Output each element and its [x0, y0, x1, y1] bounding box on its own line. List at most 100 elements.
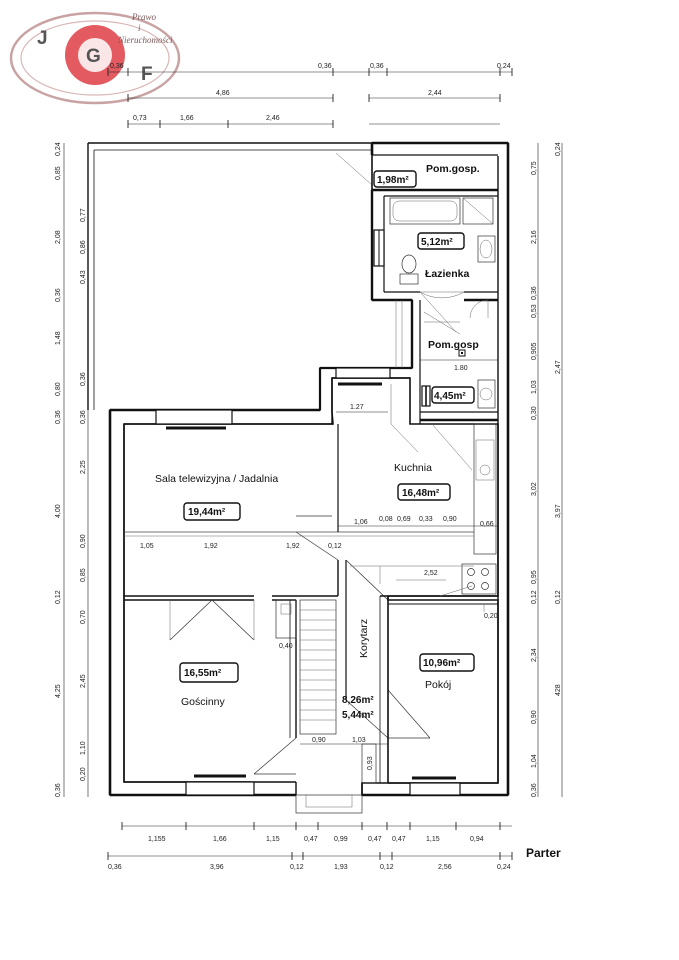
dim-inner-127: 1.27 — [350, 404, 364, 411]
dim-right-075: 0,75 — [531, 161, 538, 175]
dim-right-0905: 0,905 — [531, 342, 538, 360]
dim-left2-043: 0,43 — [80, 270, 87, 284]
windows — [155, 367, 461, 814]
dim-bottom2-193: 1,93 — [334, 864, 348, 871]
dim-bottom2-012a: 0,12 — [290, 864, 304, 871]
room-pom-gosp-top-name: Pom.gosp. — [426, 163, 480, 175]
room-pokoj-area-box — [419, 653, 475, 672]
dim-left-425: 4,25 — [55, 684, 62, 698]
dim-inner-066: 0,66 — [480, 521, 494, 528]
room-labels: Pom.gosp. 1,98m² 5,12m² Łazienka Pom.gos… — [155, 163, 480, 721]
dim-top-036b: 0,36 — [318, 63, 332, 70]
dim-bottom2-036: 0,36 — [108, 864, 122, 871]
dim-left2-077: 0,77 — [80, 208, 87, 222]
dim-left-085: 0,85 — [55, 166, 62, 180]
dim-sala-105: 1,05 — [140, 543, 154, 550]
dim-left2-085: 0,85 — [80, 568, 87, 582]
dim-inner-020: 0,20 — [484, 613, 498, 620]
dim-right-090: 0,90 — [531, 710, 538, 724]
dim-bottom-166: 1,66 — [213, 836, 227, 843]
room-goscinny-area: 16,55m² — [184, 668, 222, 679]
bathroom-block — [370, 154, 498, 333]
dim-left-036b: 0,36 — [55, 410, 62, 424]
dim-left2-086: 0,86 — [80, 240, 87, 254]
room-korytarz-area-2: 5,44m² — [342, 710, 374, 721]
dim-right-103: 1,03 — [531, 380, 538, 394]
dim-inner-090b: 0,90 — [312, 737, 326, 744]
dim-left-024: 0,24 — [55, 142, 62, 156]
room-goscinny-name: Gościnny — [181, 696, 226, 708]
dim-inner-093: 0,93 — [367, 756, 374, 770]
room-sala-name: Sala telewizyjna / Jadalnia — [155, 473, 278, 485]
dim-bottom-115a: 1,15 — [266, 836, 280, 843]
dim-top-036c: 0,36 — [370, 63, 384, 70]
dim-inner-103: 1,03 — [352, 737, 366, 744]
logo-text-line-2: i — [138, 23, 141, 33]
dim-top-486: 4,86 — [216, 90, 230, 97]
dim-right-012: 0,12 — [531, 590, 538, 604]
dim-bottom-115b: 1,15 — [426, 836, 440, 843]
dim-bottom-099: 0,99 — [334, 836, 348, 843]
bottom-dimensions: 1,155 1,66 1,15 0,47 0,99 0,47 0,47 1,15… — [107, 822, 513, 871]
dim-right-095: 0,95 — [531, 570, 538, 584]
logo-letter-f: F — [141, 64, 153, 85]
dim-sala-192a: 1,92 — [204, 543, 218, 550]
dim-left-148: 1,48 — [55, 331, 62, 345]
dim-right-104: 1,04 — [531, 754, 538, 768]
dim-left2-245: 2,45 — [80, 674, 87, 688]
dim-left2-090: 0,90 — [80, 534, 87, 548]
dim-right2-428: 428 — [555, 684, 562, 696]
top-dimensions: 0,36 0,36 0,36 0,24 4,86 2,44 0,73 1,66 … — [107, 63, 513, 128]
dim-bottom2-256: 2,56 — [438, 864, 452, 871]
dim-left2-036b: 0,36 — [80, 410, 87, 424]
dim-left-012: 0,12 — [55, 590, 62, 604]
room-sala-area: 19,44m² — [188, 507, 226, 518]
room-pom-gosp-mid-area-box — [431, 386, 475, 404]
room-lazienka-name: Łazienka — [425, 268, 470, 280]
dim-inner-040: 0,40 — [279, 643, 293, 650]
room-kuchnia-area: 16,48m² — [402, 488, 440, 499]
room-pokoj-name: Pokój — [425, 679, 451, 691]
interior-walls — [124, 423, 498, 784]
dim-bottom2-396: 3,96 — [210, 864, 224, 871]
room-kuchnia-name: Kuchnia — [394, 462, 432, 474]
dim-sala-192b: 1,92 — [286, 543, 300, 550]
dim-left2-036a: 0,36 — [80, 372, 87, 386]
dim-right-216: 2,16 — [531, 230, 538, 244]
room-kuchnia-area-box — [397, 483, 451, 501]
dim-top-036a: 0,36 — [110, 63, 124, 70]
dim-right2-012: 0,12 — [555, 590, 562, 604]
dim-bottom2-024: 0,24 — [497, 864, 511, 871]
dim-top-246: 2,46 — [266, 115, 280, 122]
plot-outline — [87, 142, 373, 410]
dim-right-302: 3,02 — [531, 482, 538, 496]
room-lazienka-area-box — [417, 232, 465, 250]
room-pom-gosp-mid-name: Pom.gosp — [428, 339, 479, 351]
dim-top-244: 2,44 — [428, 90, 442, 97]
room-korytarz-name: Korytarz — [358, 619, 370, 658]
room-lazienka-area: 5,12m² — [421, 237, 453, 248]
dim-top-073: 0,73 — [133, 115, 147, 122]
dim-inner-252: 2,52 — [424, 570, 438, 577]
dim-bottom-094: 0,94 — [470, 836, 484, 843]
dim-left-400: 4,00 — [55, 504, 62, 518]
dim-right-030: 0,30 — [531, 406, 538, 420]
dim-sala-012: 0,12 — [328, 543, 342, 550]
dim-left2-020: 0,20 — [80, 767, 87, 781]
dim-bottom-047a: 0,47 — [304, 836, 318, 843]
dim-left-080: 0,80 — [55, 382, 62, 396]
dim-left-036c: 0,36 — [55, 783, 62, 797]
dim-inner-106: 1,06 — [354, 519, 368, 526]
right-dimensions: 0,75 2,16 0,36 0,53 0,905 1,03 0,30 3,02… — [531, 142, 563, 797]
dim-inner-090: 0,90 — [443, 516, 457, 523]
dim-right-036a: 0,36 — [531, 286, 538, 300]
dim-top-166: 1,66 — [180, 115, 194, 122]
dim-bottom-047c: 0,47 — [392, 836, 406, 843]
utility-room-mid — [390, 299, 498, 471]
logo-letter-j: J — [37, 28, 48, 49]
room-sala-area-box — [183, 502, 241, 521]
room-pom-gosp-top-area: 1,98m² — [377, 175, 409, 186]
dim-inner-069: 0,69 — [397, 516, 411, 523]
dim-left-208: 2,08 — [55, 230, 62, 244]
